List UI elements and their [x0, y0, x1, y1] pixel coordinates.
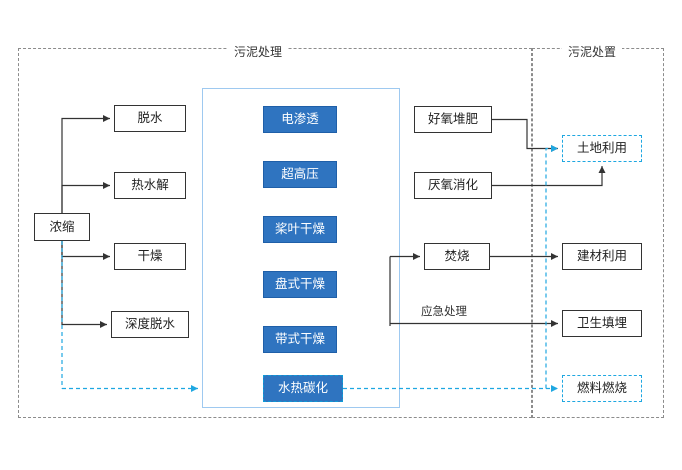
node-building-material[interactable]: 建材利用 [562, 243, 642, 270]
region-title-disposal: 污泥处置 [562, 45, 623, 59]
node-electro-osmosis[interactable]: 电渗透 [263, 106, 337, 133]
node-land-use[interactable]: 土地利用 [562, 135, 642, 162]
region-title-treatment: 污泥处理 [228, 45, 289, 59]
node-concentrate[interactable]: 浓缩 [34, 213, 90, 241]
node-paddle-drying[interactable]: 桨叶干燥 [263, 216, 337, 243]
node-incineration[interactable]: 焚烧 [424, 243, 490, 270]
edge-label-emergency-treatment: 应急处理 [421, 304, 467, 318]
node-deep-dewater[interactable]: 深度脱水 [111, 311, 189, 338]
region-sludge-disposal [532, 48, 664, 418]
node-sanitary-landfill[interactable]: 卫生填埋 [562, 310, 642, 337]
node-belt-drying[interactable]: 带式干燥 [263, 326, 337, 353]
node-aerobic-compost[interactable]: 好氧堆肥 [414, 106, 492, 133]
node-thermal-hydrolysis[interactable]: 热水解 [114, 172, 186, 199]
node-fuel-combustion[interactable]: 燃料燃烧 [562, 375, 642, 402]
node-anaerobic-digestion[interactable]: 厌氧消化 [414, 172, 492, 199]
node-dewater[interactable]: 脱水 [114, 105, 186, 132]
node-ultra-high-pressure[interactable]: 超高压 [263, 161, 337, 188]
node-disc-drying[interactable]: 盘式干燥 [263, 271, 337, 298]
region-drying-technologies [202, 88, 400, 408]
node-hydrothermal-carbonization[interactable]: 水热碳化 [263, 375, 343, 402]
node-drying[interactable]: 干燥 [114, 243, 186, 270]
